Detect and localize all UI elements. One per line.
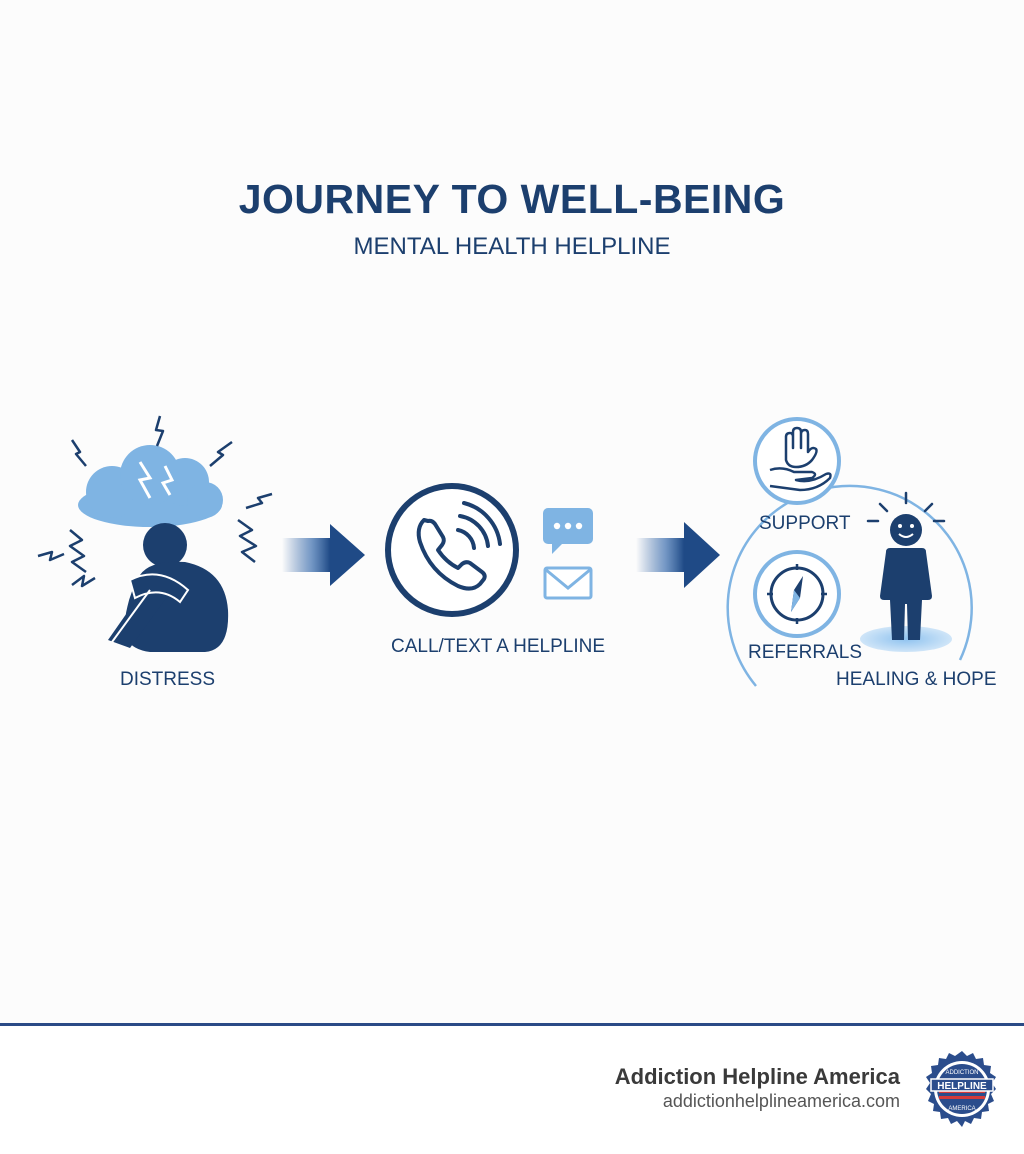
services-circle bbox=[726, 484, 973, 687]
storm-cloud-icon bbox=[78, 445, 223, 527]
footer bbox=[0, 1026, 1024, 1154]
step-label-healing-hope: HEALING & HOPE bbox=[836, 669, 997, 690]
step-label-call-text: CALL/TEXT A HELPLINE bbox=[391, 636, 606, 657]
badge-ring-bottom: AMERICA bbox=[948, 1106, 975, 1112]
distressed-person-under-storm-cloud-icon bbox=[37, 415, 273, 652]
footer-divider bbox=[0, 1023, 1024, 1026]
arrow-right-icon bbox=[282, 524, 365, 586]
chat-bubble-icon bbox=[543, 508, 593, 554]
badge-text: HELPLINE bbox=[937, 1081, 987, 1092]
arrow-right-icon bbox=[636, 522, 720, 588]
envelope-icon bbox=[543, 566, 593, 600]
journey-diagram bbox=[37, 415, 973, 687]
brand-name: Addiction Helpline America bbox=[614, 1064, 900, 1089]
phone-call-icon bbox=[385, 483, 519, 617]
service-label-support: SUPPORT bbox=[759, 513, 851, 534]
page-subtitle: MENTAL HEALTH HELPLINE bbox=[353, 233, 671, 260]
helping-hands-icon bbox=[753, 417, 841, 505]
service-label-referrals: REFERRALS bbox=[748, 642, 863, 663]
compass-icon bbox=[753, 550, 841, 638]
helpline-badge-logo: HELPLINE ADDICTION AMERICA bbox=[926, 1051, 996, 1127]
step-label-distress: DISTRESS bbox=[120, 669, 216, 690]
brand-url: addictionhelplineamerica.com bbox=[662, 1091, 900, 1111]
badge-ring-top: ADDICTION bbox=[946, 1070, 979, 1076]
page-title: JOURNEY TO WELL-BEING bbox=[238, 176, 786, 222]
happy-person-icon bbox=[860, 491, 952, 652]
stress-lines bbox=[37, 415, 273, 588]
sitting-person-figure bbox=[108, 523, 229, 652]
